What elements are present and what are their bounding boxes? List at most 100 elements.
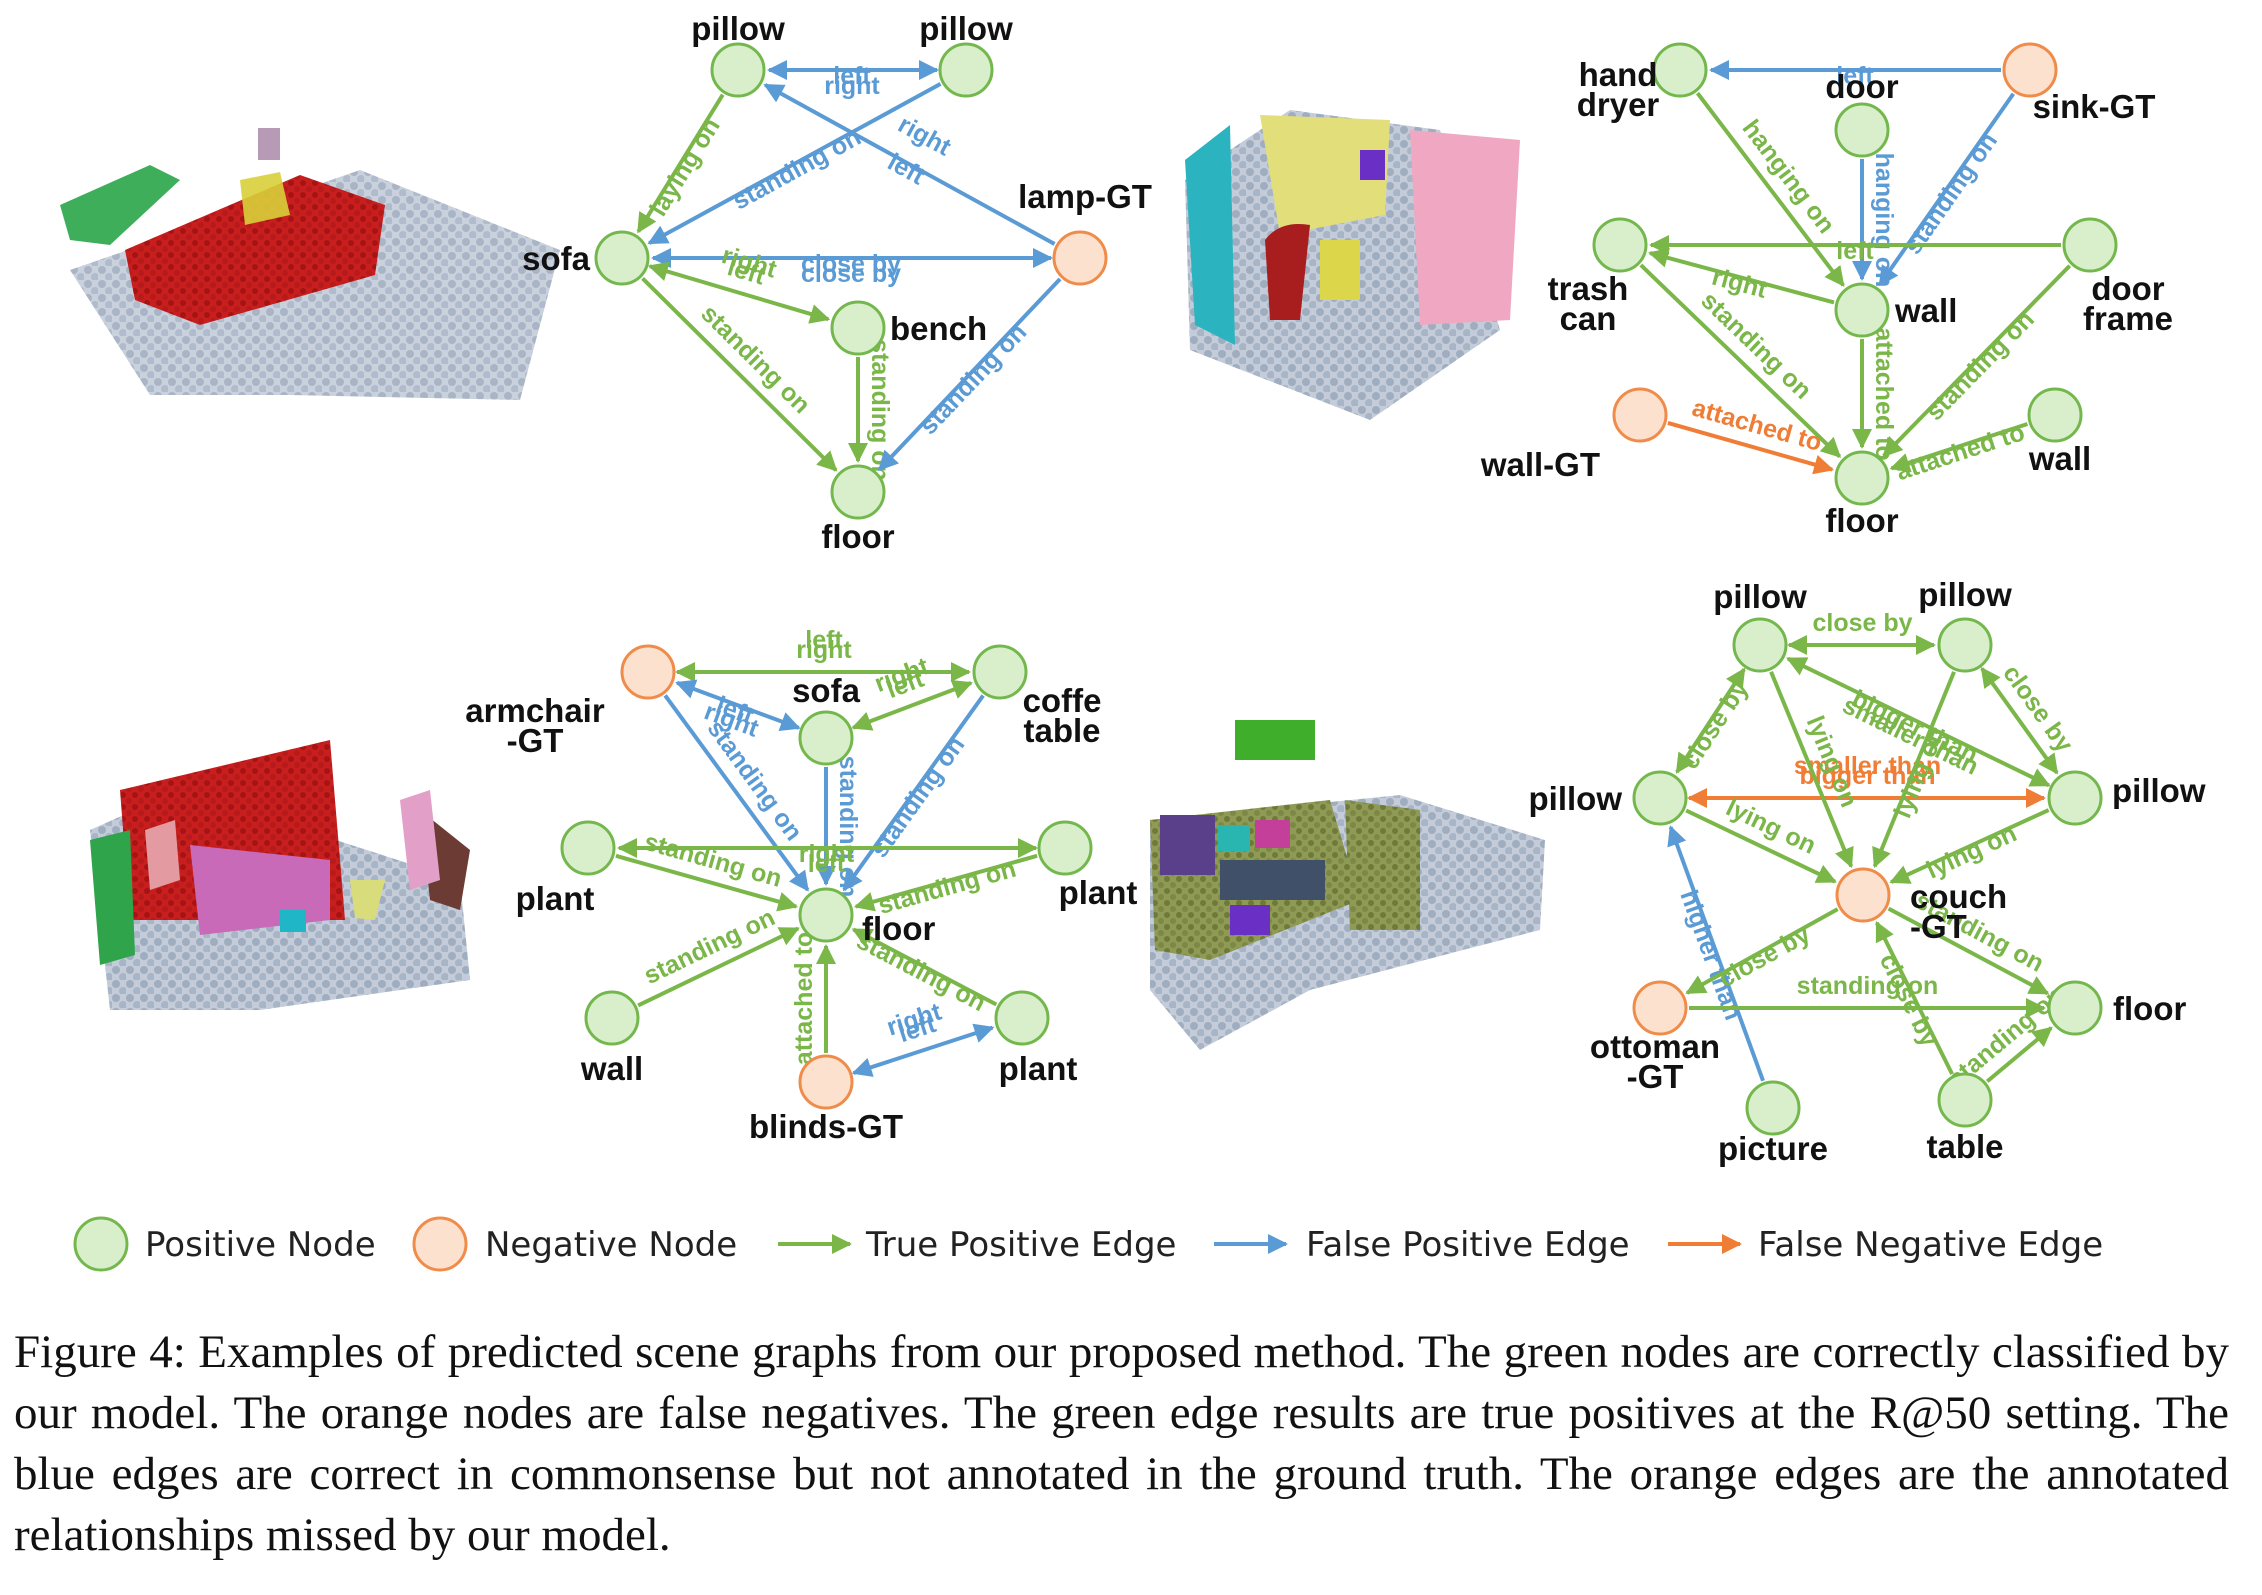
node-label-graph-1-pillow1: pillow [691, 10, 785, 47]
edge-graph-3-plant2-floor [853, 853, 1038, 912]
legend-true-positive-edge-label: True Positive Edge [865, 1225, 1176, 1265]
edge-label-graph-1-10: standing on [695, 300, 815, 420]
node-graph-4-table [1937, 1072, 1993, 1128]
edge-graph-4-couch-ottoman [1685, 907, 1839, 995]
node-graph-3-blinds [798, 1054, 854, 1110]
point-cloud-2 [1185, 110, 1520, 420]
edge-label-graph-2-3: standing on [1899, 127, 2003, 259]
node-label-graph-3-plant2: plant [1059, 874, 1138, 911]
node-graph-1-pillow2 [938, 42, 994, 98]
edge-label-graph-3-9: right [799, 840, 855, 868]
node-graph-2-trashcan [1592, 217, 1648, 273]
edge-graph-2-wallgt-floor [1667, 420, 1835, 475]
edge-label-graph-4-1: close by [1676, 675, 1754, 774]
node-label-graph-4-table: table [1926, 1128, 2003, 1165]
node-graph-1-lamp [1052, 230, 1108, 286]
node-label-graph-3-armchair: armchair-GT [465, 692, 605, 759]
node-graph-4-pillowD [2047, 770, 2103, 826]
node-graph-4-pillowC [1632, 770, 1688, 826]
node-graph-1-sofa [594, 230, 650, 286]
node-graph-4-pillowB [1937, 617, 1993, 673]
edge-graph-4-pillowA-couch [1769, 671, 1854, 869]
edge-label-graph-1-0: left [833, 62, 871, 90]
edge-graph-2-wall2-floor [1889, 422, 2029, 473]
edge-graph-1-lamp-floor [877, 277, 1062, 471]
node-graph-4-ottoman [1632, 980, 1688, 1036]
edge-graph-1-sofa-floor [641, 276, 838, 472]
node-label-graph-2-sink: sink-GT [2033, 88, 2156, 125]
node-label-graph-4-ottoman: ottoman-GT [1590, 1028, 1720, 1095]
edge-graph-2-trashcan-floor [1639, 263, 1842, 458]
edge-graph-3-plant1-floor [615, 853, 799, 912]
node-graph-1-pillow1 [710, 42, 766, 98]
node-graph-3-plant1 [560, 820, 616, 876]
edge-label-graph-3-14: attached to [790, 932, 818, 1065]
edge-graph-3-blinds-plant3 [851, 1023, 995, 1077]
edge-graph-1-pillow1-sofa [636, 93, 725, 234]
node-label-graph-1-sofa: sofa [522, 240, 591, 277]
edge-label-graph-3-0: right [796, 636, 852, 664]
edge-graph-1-sofa-bench [647, 261, 831, 324]
node-label-graph-3-plant3: plant [999, 1050, 1078, 1087]
edge-graph-4-pillowC-couch [1685, 808, 1837, 884]
node-graph-2-wallgt [1612, 387, 1668, 443]
edge-graph-2-sink-wall [1878, 92, 2016, 287]
node-label-graph-2-wall: wall [1894, 292, 1957, 329]
node-graph-3-plant2 [1037, 820, 1093, 876]
node-graph-4-floor [2047, 980, 2103, 1036]
node-graph-2-sink [2002, 42, 2058, 98]
node-graph-4-picture [1745, 1080, 1801, 1136]
edge-graph-2-handdryer-wall [1695, 91, 1845, 287]
edge-label-graph-2-5: left [1836, 237, 1874, 265]
edge-label-graph-3-10: left [808, 850, 846, 878]
node-label-graph-4-pillowC: pillow [1529, 780, 1623, 817]
legend-positive-node-label: Positive Node [145, 1225, 376, 1265]
edge-label-graph-2-7: attached to [1870, 327, 1898, 460]
point-cloud-1 [60, 128, 560, 400]
node-label-graph-3-sofa: sofa [792, 672, 861, 709]
node-label-graph-4-floor: floor [2113, 990, 2186, 1027]
edge-graph-3-sofa-armchair [675, 679, 801, 732]
node-graph-3-coffe [972, 644, 1028, 700]
edge-label-graph-1-2: laying on [644, 113, 725, 221]
node-graph-2-wall [1834, 282, 1890, 338]
node-label-graph-1-lamp: lamp-GT [1018, 178, 1152, 215]
edge-label-graph-2-0: left [1836, 62, 1874, 90]
node-label-graph-2-door: door [1825, 68, 1898, 105]
node-graph-2-handdryer [1652, 42, 1708, 98]
edge-graph-3-sofa-coffe [851, 680, 973, 731]
point-cloud-3 [90, 740, 470, 1010]
edge-graph-4-pillowD-pillowA [1786, 656, 2051, 788]
edge-graph-3-wall-floor [637, 926, 800, 1008]
node-graph-1-bench [830, 300, 886, 356]
edge-label-graph-3-8: standing on [865, 731, 970, 862]
node-graph-1-floor [830, 464, 886, 520]
node-label-graph-2-wall2: wall [2028, 440, 2091, 477]
node-label-graph-4-picture: picture [1718, 1130, 1828, 1167]
node-label-graph-4-pillowB: pillow [1918, 576, 2012, 613]
legend-negative-node-label: Negative Node [485, 1225, 737, 1265]
legend-positive-node-icon [73, 1216, 129, 1272]
node-label-graph-2-wallgt: wall-GT [1480, 446, 1600, 483]
edge-graph-4-table-couch [1875, 920, 1954, 1075]
edge-graph-4-table-floor [1985, 1026, 2053, 1083]
edge-graph-1-pillow2-sofa [647, 82, 942, 245]
point-cloud-4 [1150, 720, 1545, 1050]
edge-label-graph-4-0: close by [1812, 609, 1912, 637]
edge-label-graph-2-1: hanging on [1737, 115, 1841, 239]
node-label-graph-3-plant1: plant [516, 880, 595, 917]
node-graph-3-plant3 [994, 990, 1050, 1046]
edge-graph-2-doorframe-floor [1882, 264, 2072, 458]
edge-graph-4-picture-pillowC [1667, 825, 1765, 1082]
node-graph-3-wall [584, 990, 640, 1046]
edge-label-graph-1-1: right [824, 72, 880, 100]
figure-caption: Figure 4: Examples of predicted scene gr… [14, 1326, 2229, 1561]
edge-graph-3-plant3-floor [851, 927, 998, 1007]
node-label-graph-3-blinds: blinds-GT [749, 1108, 903, 1145]
